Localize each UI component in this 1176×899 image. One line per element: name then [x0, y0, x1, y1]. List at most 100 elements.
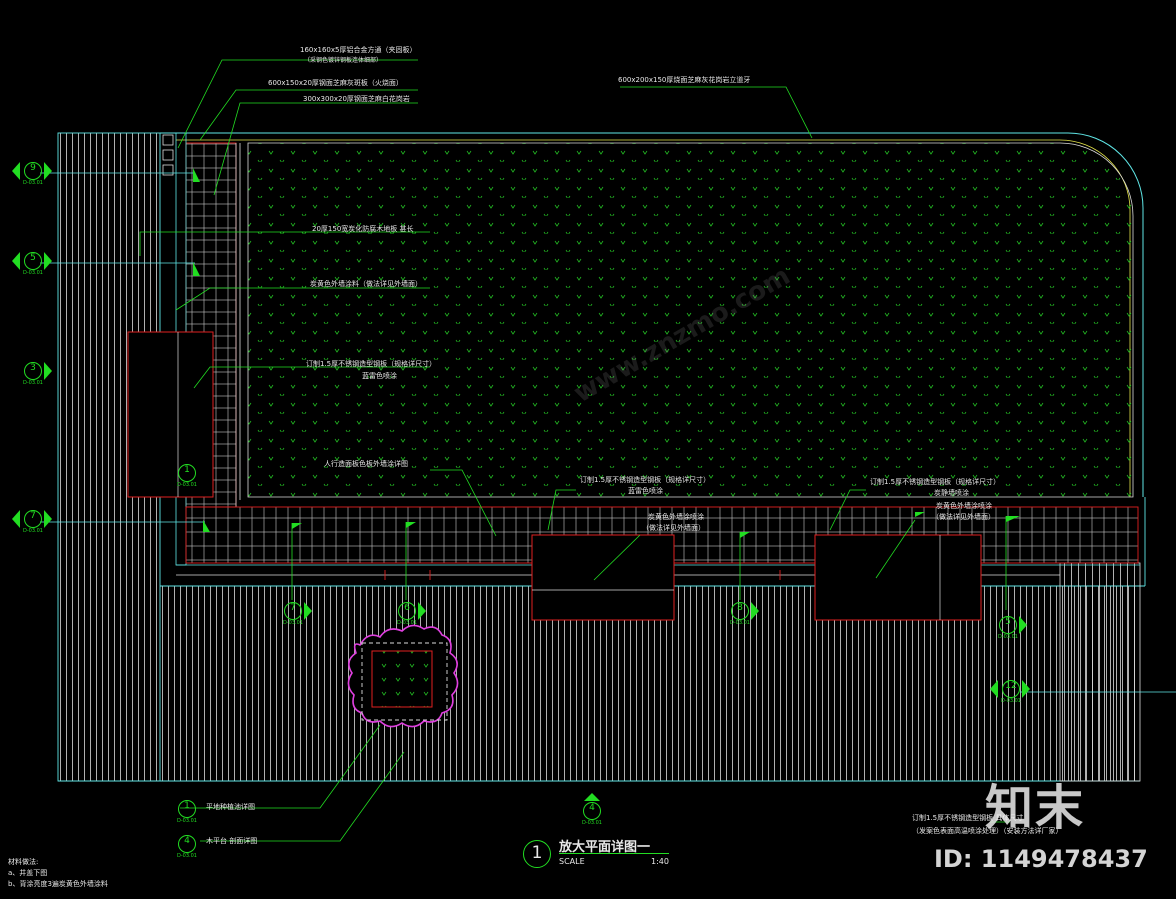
notes: 材料做法: a、井盖下图 b、背涂亮度3遍炭黄色外墙涂料 — [8, 857, 108, 890]
callout-12-right[interactable]: 12 D-03.01 — [990, 678, 1030, 708]
callout-6-bottom[interactable]: 6 D-03.01 — [392, 600, 426, 630]
section-flags — [193, 168, 1020, 538]
leader-label-l8: 人行造面板色板外墙涂详图 — [324, 460, 408, 468]
leader-label-l7b: 蓝雷色喷涂 — [362, 372, 397, 380]
callout-7-left[interactable]: 7 D-03.01 — [12, 508, 52, 538]
circle-icon — [178, 464, 196, 482]
stepping-strip — [1059, 562, 1141, 782]
callout-sheet: D-03.01 — [23, 380, 43, 386]
callout-number: 1 — [184, 801, 190, 811]
circle-icon — [24, 362, 42, 380]
bollard-squares — [162, 134, 174, 176]
circle-icon — [24, 162, 42, 180]
title-scale-label: SCALE — [559, 857, 585, 866]
callout-5-right[interactable]: 5 D-03.01 — [993, 614, 1027, 644]
callout-number: 12 — [1005, 681, 1017, 691]
section-arrow-icon — [44, 162, 52, 180]
title-number: 1 — [531, 843, 543, 863]
notes-line-a: a、井盖下图 — [8, 869, 48, 877]
callout-sheet: D-03.01 — [23, 270, 43, 276]
circle-icon — [178, 835, 196, 853]
callout-5-left[interactable]: 5 D-03.01 — [12, 250, 52, 280]
circle-icon — [284, 602, 302, 620]
watermark-url: www.znzmo.com — [568, 260, 796, 410]
section-arrow-icon — [584, 793, 600, 801]
leader-label-l15: 木平台 剖面详图 — [206, 837, 258, 845]
circle-icon — [731, 602, 749, 620]
planter-bottom-1 — [531, 534, 675, 621]
leader-lines — [139, 59, 1010, 842]
circle-icon — [24, 252, 42, 270]
drawing-title: 1 放大平面详图一 SCALE 1:40 — [523, 840, 683, 870]
leader-label-l14: 平地种植池详图 — [206, 803, 255, 811]
leader-label-l4: 600x200x150厚烧面芝麻灰花岗岩立道牙 — [618, 76, 751, 84]
circle-icon — [999, 616, 1017, 634]
callout-3[interactable]: 3 D-03.01 — [18, 360, 52, 390]
section-arrow-icon — [1022, 680, 1030, 698]
callout-8-bottom[interactable]: 8 D-03.01 — [725, 600, 759, 630]
callout-sheet: D-03.01 — [177, 853, 197, 859]
section-arrow-icon — [44, 362, 52, 380]
callout-number: 5 — [1005, 617, 1011, 627]
section-arrow-icon — [751, 602, 759, 620]
leader-label-l13b: （发案色表面高温喷涂处理）（安装方法详厂家） — [912, 827, 1063, 835]
callout-sheet: D-03.01 — [23, 528, 43, 534]
watermark-logo: 知末 — [985, 780, 1086, 836]
leader-label-l12: 炭黄色外墙涂喷涂 — [936, 502, 992, 510]
callout-number: 7 — [290, 603, 296, 613]
section-arrow-icon — [304, 602, 312, 620]
callout-4-bottom[interactable]: 4 D-03.01 — [577, 793, 607, 830]
watermark-id: ID: 1149478437 — [934, 845, 1148, 873]
callout-sheet: D-03.01 — [397, 620, 417, 626]
leader-label-l6: 炭黄色外墙涂料（做法详见外墙面） — [310, 280, 422, 288]
circle-icon — [398, 602, 416, 620]
callout-sheet: D-03.01 — [582, 820, 602, 826]
title-text: 放大平面详图一 — [559, 840, 651, 855]
callout-number: 8 — [737, 603, 743, 613]
notes-line-b: b、背涂亮度3遍炭黄色外墙涂料 — [8, 880, 108, 888]
leader-label-l9b: 蓝雷色喷涂 — [628, 487, 663, 495]
section-arrow-icon — [12, 162, 20, 180]
section-arrow-icon — [418, 602, 426, 620]
callout-number: 7 — [30, 511, 36, 521]
curb-outline — [160, 132, 1144, 497]
callout-sheet: D-03.01 — [1001, 698, 1021, 704]
planter-left — [127, 331, 214, 498]
leader-label-l2: 600x150x20厚钢面芝麻灰斑板（火烧面） — [268, 79, 403, 87]
leader-label-l11b: 炭静墙喷涂 — [934, 489, 969, 497]
callout-9[interactable]: 9 D-03.01 — [12, 160, 52, 190]
leader-label-l1b: （采钢色镀锌钢板连体细部） — [304, 57, 383, 64]
circle-icon — [178, 800, 196, 818]
section-arrow-icon — [44, 252, 52, 270]
detail-ref-2[interactable]: 1 D-03.01 — [172, 462, 202, 492]
leader-label-l5: 20厚150宽炭化防腐木地板 甚长 — [312, 225, 414, 233]
section-arrow-icon — [12, 510, 20, 528]
leader-label-l7: 订制1.5厚不锈钢造型钢板（规格详尺寸） — [306, 360, 437, 368]
circle-icon — [1002, 680, 1020, 698]
title-underline — [559, 853, 669, 854]
title-scale-value: 1:40 — [651, 857, 669, 866]
section-arrow-icon — [44, 510, 52, 528]
section-arrow-icon — [990, 680, 998, 698]
callout-number: 4 — [184, 836, 190, 846]
callout-7-bottom[interactable]: 7 D-03.01 — [278, 600, 312, 630]
leader-label-l13: 订制1.5厚不锈钢造型钢板 具体尺寸 — [912, 814, 1024, 822]
leader-label-l3: 300x300x20厚钢面芝麻白花岗岩 — [303, 95, 410, 103]
lawn-area — [247, 142, 1134, 498]
leader-label-l11: 订制1.5厚不锈钢造型钢板（规格详尺寸） — [870, 478, 1001, 486]
detail-ref-3[interactable]: 4 D-03.01 — [172, 833, 202, 863]
detail-ref-1[interactable]: 1 D-03.01 — [172, 798, 202, 828]
notes-heading: 材料做法: — [8, 858, 39, 866]
title-circle-icon — [523, 840, 551, 868]
leader-label-l10b: （做法详见外墙面） — [642, 524, 705, 532]
callout-sheet: D-03.01 — [283, 620, 303, 626]
callout-number: 5 — [30, 253, 36, 263]
section-arrow-icon — [1019, 616, 1027, 634]
callout-number: 4 — [589, 803, 595, 813]
callout-sheet: D-03.01 — [998, 634, 1018, 640]
section-arrow-icon — [12, 252, 20, 270]
callout-number: 9 — [30, 163, 36, 173]
section-lines — [40, 172, 1176, 693]
circle-icon — [583, 802, 601, 820]
